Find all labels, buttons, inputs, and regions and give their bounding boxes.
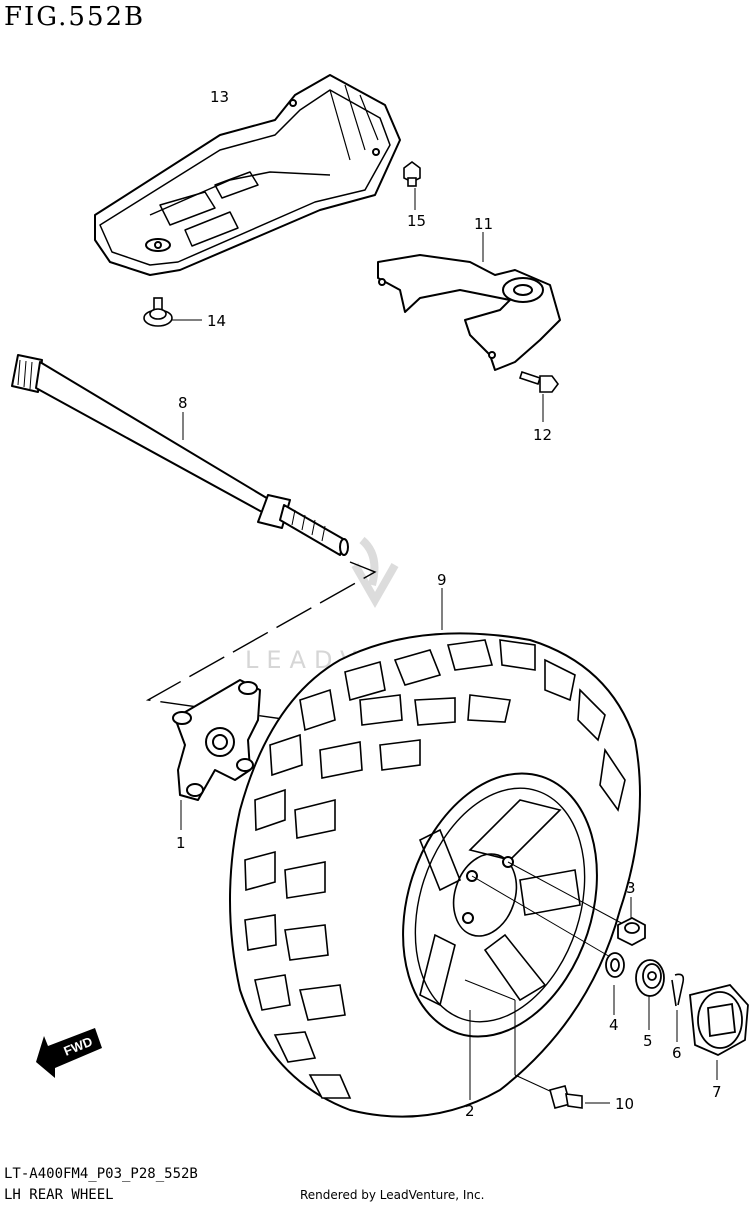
- part-label-8: 8: [178, 394, 188, 412]
- fwd-arrow-icon: FWD: [36, 1028, 102, 1078]
- part-3-nut[interactable]: [617, 916, 646, 947]
- part-14-bolt[interactable]: [143, 297, 173, 327]
- part-8-axle[interactable]: [11, 354, 349, 556]
- tire-tread-blocks: [244, 639, 626, 1099]
- part-labels: 13 15 14 11 12 8 9 1 3 4 5 6 7 2 10: [176, 88, 722, 1120]
- part-12-bolt[interactable]: [518, 370, 559, 393]
- figure-title: FIG.552B: [4, 2, 146, 32]
- part-label-12: 12: [533, 426, 552, 444]
- rendered-by-credit: Rendered by LeadVenture, Inc.: [300, 1188, 485, 1202]
- part-10-valve[interactable]: [549, 1085, 583, 1109]
- part-label-13: 13: [210, 88, 229, 106]
- part-label-6: 6: [672, 1044, 682, 1062]
- part-label-3: 3: [626, 879, 636, 897]
- part-5-castle-nut[interactable]: [635, 959, 665, 997]
- wheel-spokes: [418, 799, 581, 1007]
- leader-lines: [464, 861, 718, 1104]
- part-label-11: 11: [474, 215, 493, 233]
- part-4-washer[interactable]: [605, 952, 625, 978]
- part-label-7: 7: [712, 1083, 722, 1101]
- part-9-tire[interactable]: [229, 632, 641, 1118]
- figure-caption: LH REAR WHEEL: [4, 1187, 114, 1203]
- part-label-14: 14: [207, 312, 226, 330]
- part-label-10: 10: [615, 1095, 634, 1113]
- part-1-hub[interactable]: [172, 679, 261, 801]
- part-label-5: 5: [643, 1032, 653, 1050]
- figure-code: LT-A400FM4_P03_P28_552B: [4, 1166, 198, 1182]
- part-label-4: 4: [609, 1016, 619, 1034]
- part-label-9: 9: [437, 571, 447, 589]
- part-13-skid-plate[interactable]: [94, 74, 401, 276]
- part-7-hub-cap[interactable]: [689, 983, 749, 1057]
- wheel-rim: [402, 772, 598, 1038]
- part-label-2: 2: [465, 1102, 475, 1120]
- part-label-1: 1: [176, 834, 186, 852]
- watermark-logo-icon: [351, 536, 399, 609]
- part-label-15: 15: [407, 212, 426, 230]
- part-15-bolt[interactable]: [403, 161, 421, 187]
- part-6-cotter-pin[interactable]: [671, 973, 685, 1007]
- part-11-bracket[interactable]: [377, 254, 561, 371]
